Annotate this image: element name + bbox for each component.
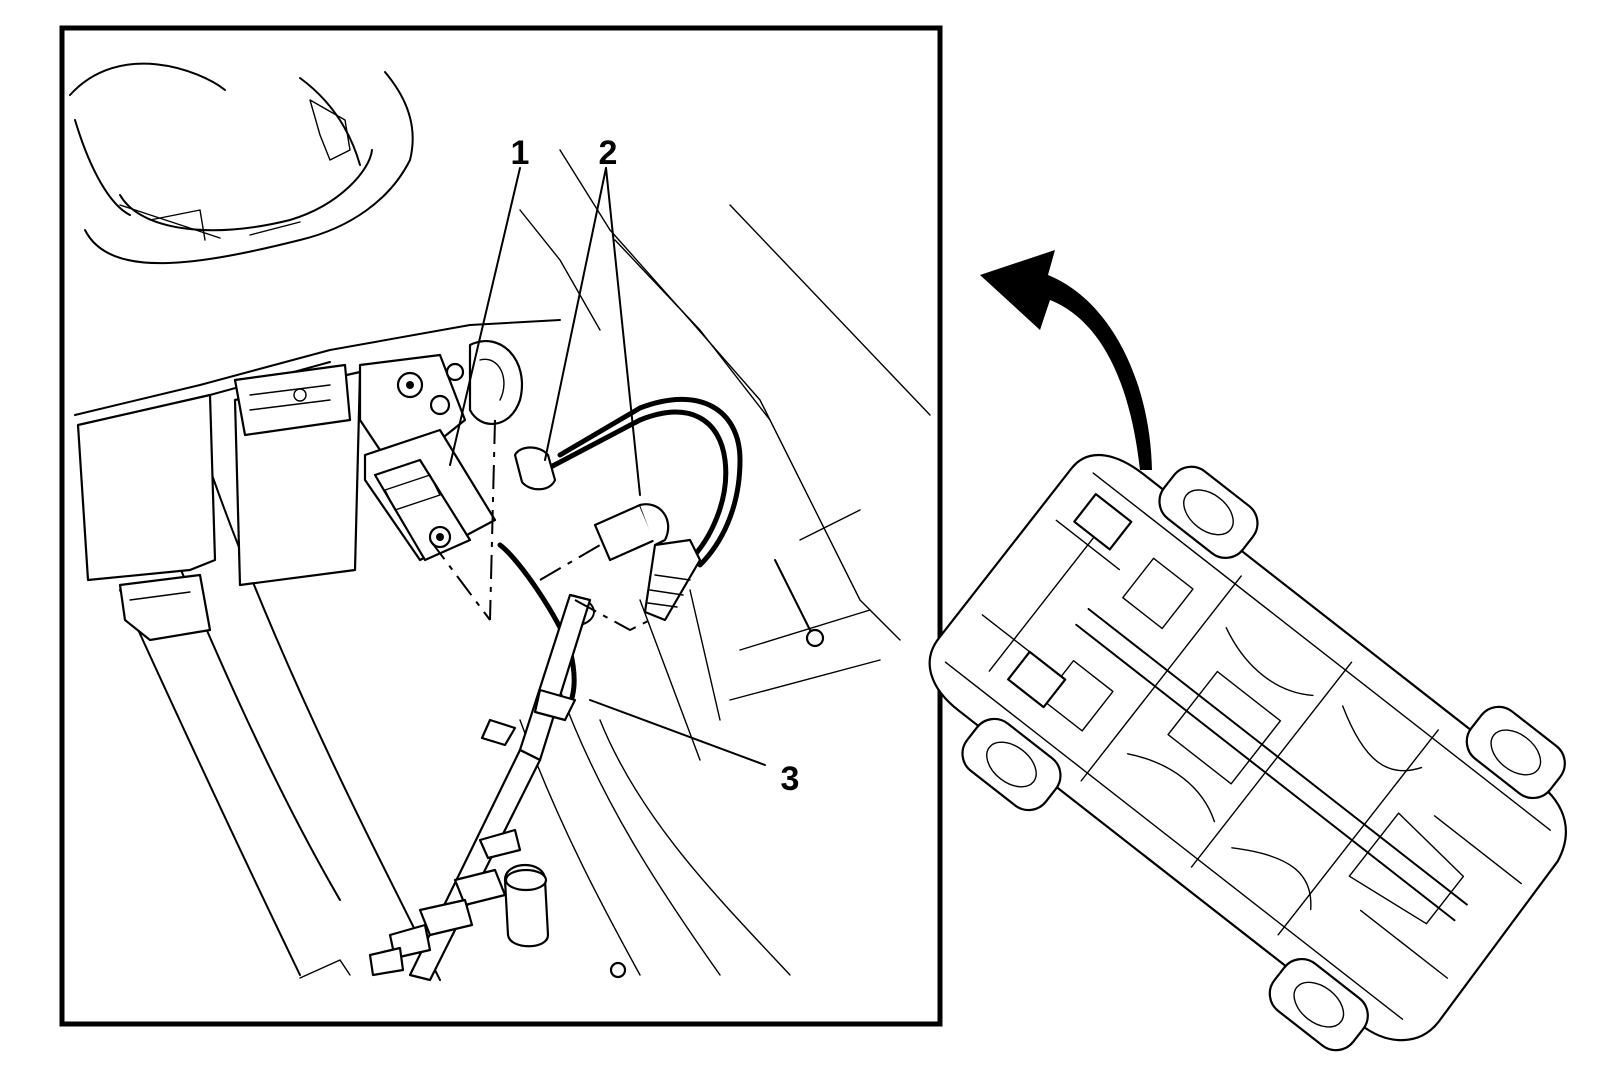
- rotation-arrow-icon: [980, 250, 1152, 470]
- alignment-lines: [429, 419, 651, 632]
- vehicle-wheels: [961, 465, 1566, 1052]
- service-location-markers: [1007, 493, 1133, 709]
- detail-view-panel: 1 2 3: [59, 25, 943, 1027]
- wheel-well-arch: [69, 62, 414, 265]
- mounting-bracket: [358, 339, 523, 452]
- electronic-module: [363, 428, 497, 562]
- callout-1: 1: [511, 134, 530, 172]
- wiring-harness: [299, 542, 595, 982]
- splash-shield: [76, 363, 362, 642]
- callout-3: 3: [781, 760, 800, 798]
- drain-plug: [503, 864, 550, 948]
- fastener-stud: [609, 559, 825, 979]
- callout-2: 2: [599, 134, 618, 172]
- vehicle-underbody-icon: [928, 453, 1567, 1052]
- vehicle-frame-details: [944, 472, 1551, 1020]
- callout-leaders: [449, 167, 766, 766]
